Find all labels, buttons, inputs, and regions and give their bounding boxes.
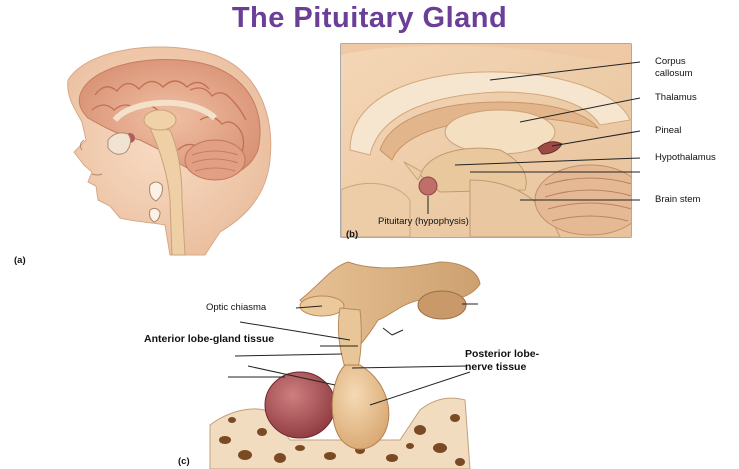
corpus-callosum [349, 71, 631, 156]
panel-b-label: (b) [346, 229, 359, 240]
hypothalamus [419, 147, 527, 193]
label-corpus-callosum: Corpus callosum [655, 56, 693, 79]
infundibulum [337, 307, 362, 369]
sphenoid-bone [209, 397, 471, 469]
label-pituitary: Pituitary (hypophysis) [378, 216, 469, 227]
posterior-lobe [331, 364, 390, 450]
label-anterior-lobe: Anterior lobe-gland tissue [144, 333, 275, 345]
label-thalamus: Thalamus [655, 92, 697, 103]
panel-c-label: (c) [178, 456, 190, 467]
label-hypothalamus: Hypothalamus [655, 152, 716, 163]
label-posterior-lobe: Posterior lobe- nerve tissue [465, 348, 540, 373]
label-optic-chiasma: Optic chiasma [206, 302, 267, 313]
brain-stem [149, 127, 186, 256]
label-pineal: Pineal [655, 125, 682, 136]
page-title: The Pituitary Gland [231, 2, 508, 34]
anterior-lobe [264, 371, 336, 439]
label-brain-stem: Brain stem [655, 194, 701, 205]
panel-a-label: (a) [14, 255, 26, 266]
pituitary-b [418, 176, 438, 196]
